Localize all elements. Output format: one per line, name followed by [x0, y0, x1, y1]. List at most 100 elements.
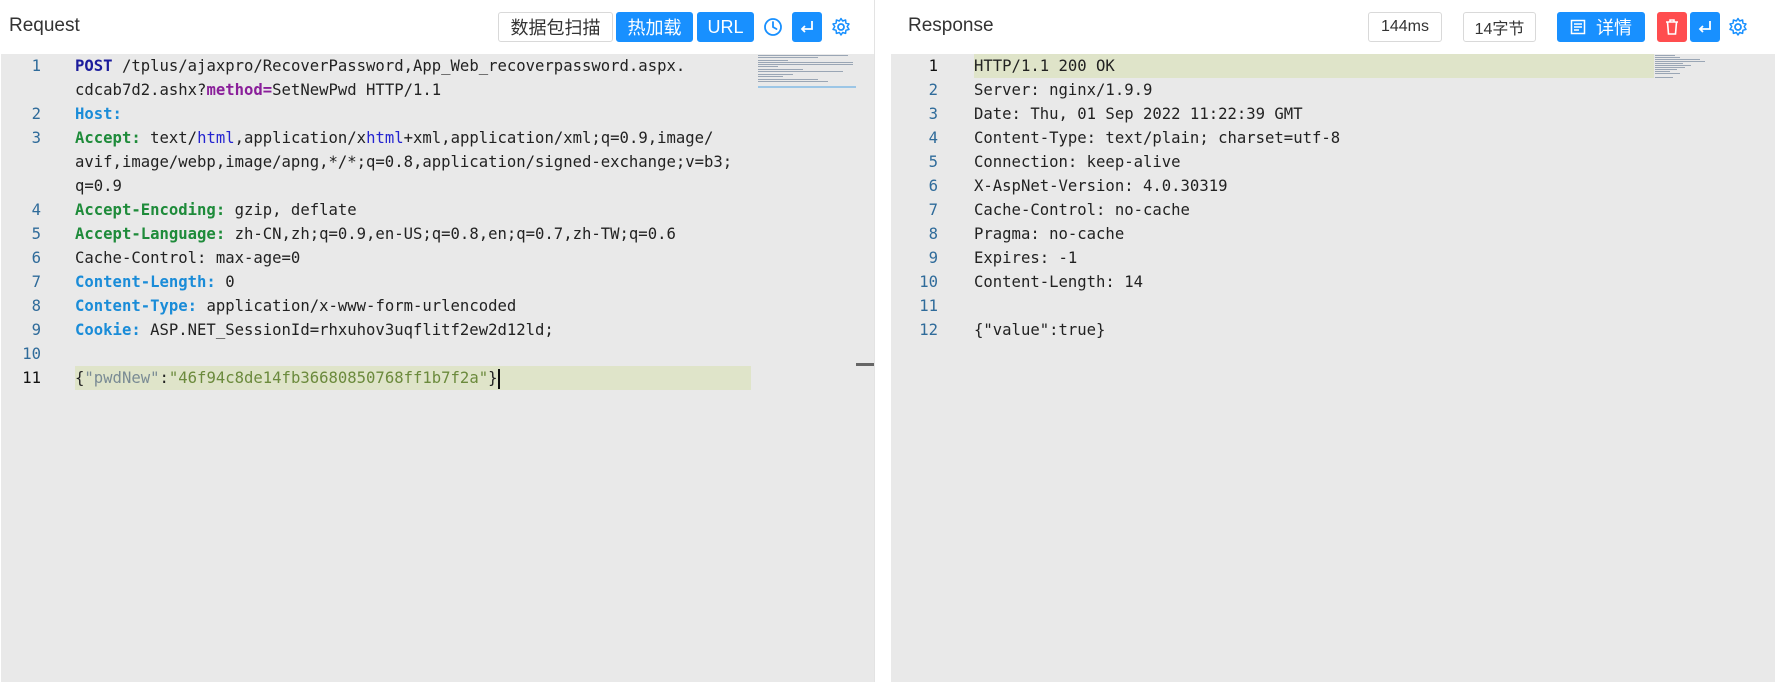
code-line[interactable]: 11: [891, 294, 1654, 318]
line-text: Date: Thu, 01 Sep 2022 11:22:39 GMT: [974, 102, 1303, 126]
history-icon[interactable]: [760, 14, 786, 40]
response-time-badge: 144ms: [1368, 12, 1442, 42]
code-token: Content-Type:: [75, 297, 198, 315]
code-token: Date: Thu, 01 Sep 2022 11:22:39 GMT: [974, 105, 1303, 123]
line-number: 7: [31, 273, 41, 291]
code-token: Expires: -1: [974, 249, 1078, 267]
code-line[interactable]: 5 Accept-Language: zh-CN,zh;q=0.9,en-US;q…: [1, 222, 751, 246]
code-token: Content-Length: 14: [974, 273, 1143, 291]
line-number: 1: [928, 57, 938, 75]
line-text: Cache-Control: no-cache: [974, 198, 1190, 222]
line-text: POST /tplus/ajaxpro/RecoverPassword,App_…: [75, 54, 685, 78]
line-text: q=0.9: [75, 174, 122, 198]
line-text: Cache-Control: max-age=0: [75, 246, 300, 270]
line-number: 3: [928, 105, 938, 123]
code-line[interactable]: 3 Date: Thu, 01 Sep 2022 11:22:39 GMT: [891, 102, 1654, 126]
code-token: Server: nginx/1.9.9: [974, 81, 1153, 99]
code-token: avif,image/webp,image/apng,*/*;q=0.8,app…: [75, 153, 733, 171]
code-token: Cache-Control: no-cache: [974, 201, 1190, 219]
code-line[interactable]: 10: [1, 342, 751, 366]
wrap-toggle-button[interactable]: [792, 12, 822, 42]
line-number: 11: [22, 369, 41, 387]
line-text: X-AspNet-Version: 4.0.30319: [974, 174, 1227, 198]
gear-icon[interactable]: [1725, 14, 1751, 40]
response-wrap-button[interactable]: [1690, 12, 1720, 42]
text-cursor: [498, 368, 501, 389]
line-number: 10: [22, 345, 41, 363]
code-token: Pragma: no-cache: [974, 225, 1125, 243]
code-line[interactable]: q=0.9: [1, 174, 751, 198]
line-text: Server: nginx/1.9.9: [974, 78, 1152, 102]
code-token: Accept-Language:: [75, 225, 226, 243]
code-line[interactable]: 6 X-AspNet-Version: 4.0.30319: [891, 174, 1654, 198]
line-text: HTTP/1.1 200 OK: [974, 54, 1654, 78]
code-token: Accept-Encoding:: [75, 201, 226, 219]
line-number: 6: [928, 177, 938, 195]
code-token: POST: [75, 57, 113, 75]
code-token: /tplus/ajaxpro/RecoverPassword,App_Web_r…: [112, 57, 686, 75]
request-title: Request: [9, 15, 80, 36]
code-token: "pwdNew": [84, 369, 160, 387]
code-token: Accept:: [75, 129, 141, 147]
code-token: Connection: keep-alive: [974, 153, 1181, 171]
wrap-icon: [800, 21, 813, 33]
request-scroll-marker[interactable]: [856, 363, 874, 366]
line-text: Expires: -1: [974, 246, 1077, 270]
line-text: cdcab7d2.ashx?method=SetNewPwd HTTP/1.1: [75, 78, 441, 102]
code-line[interactable]: cdcab7d2.ashx?method=SetNewPwd HTTP/1.1: [1, 78, 751, 102]
hot-reload-button[interactable]: 热加载: [616, 12, 693, 42]
line-number: 2: [31, 105, 41, 123]
response-minimap[interactable]: [1653, 54, 1753, 90]
code-token: html: [197, 129, 235, 147]
packet-scan-button[interactable]: 数据包扫描: [498, 12, 613, 42]
code-line[interactable]: avif,image/webp,image/apng,*/*;q=0.8,app…: [1, 150, 751, 174]
line-number: 3: [31, 129, 41, 147]
request-minimap[interactable]: [756, 54, 856, 90]
code-line[interactable]: 12 {"value":true}: [891, 318, 1654, 342]
code-line[interactable]: 2 Host:: [1, 102, 751, 126]
delete-button[interactable]: [1657, 12, 1687, 42]
line-number: 11: [919, 297, 938, 315]
detail-label: 详情: [1596, 18, 1632, 38]
trash-icon: [1666, 19, 1678, 35]
line-number: 12: [919, 321, 938, 339]
code-token: {"value":true}: [974, 321, 1106, 339]
url-button[interactable]: URL: [697, 12, 754, 42]
line-text: avif,image/webp,image/apng,*/*;q=0.8,app…: [75, 150, 732, 174]
code-token: gzip, deflate: [225, 201, 357, 219]
line-text: Content-Length: 14: [974, 270, 1143, 294]
line-text: Content-Type: text/plain; charset=utf-8: [974, 126, 1340, 150]
code-token: application/x-www-form-urlencoded: [197, 297, 517, 315]
code-line[interactable]: 11{"pwdNew":"46f94c8de14fb36680850768ff1…: [1, 366, 751, 390]
code-token: text/: [140, 129, 198, 147]
pane-splitter[interactable]: [874, 0, 891, 682]
line-text: Accept-Language: zh-CN,zh;q=0.9,en-US;q=…: [75, 222, 676, 246]
code-line[interactable]: 1 HTTP/1.1 200 OK: [891, 54, 1654, 78]
gear-icon[interactable]: [828, 14, 854, 40]
line-number: 9: [31, 321, 41, 339]
code-token: Host:: [75, 105, 122, 123]
line-text: Host:: [75, 102, 122, 126]
code-token: Content-Type: text/plain; charset=utf-8: [974, 129, 1341, 147]
detail-button[interactable]: 详情: [1557, 12, 1645, 42]
line-number: 5: [31, 225, 41, 243]
code-token: :: [159, 369, 169, 387]
